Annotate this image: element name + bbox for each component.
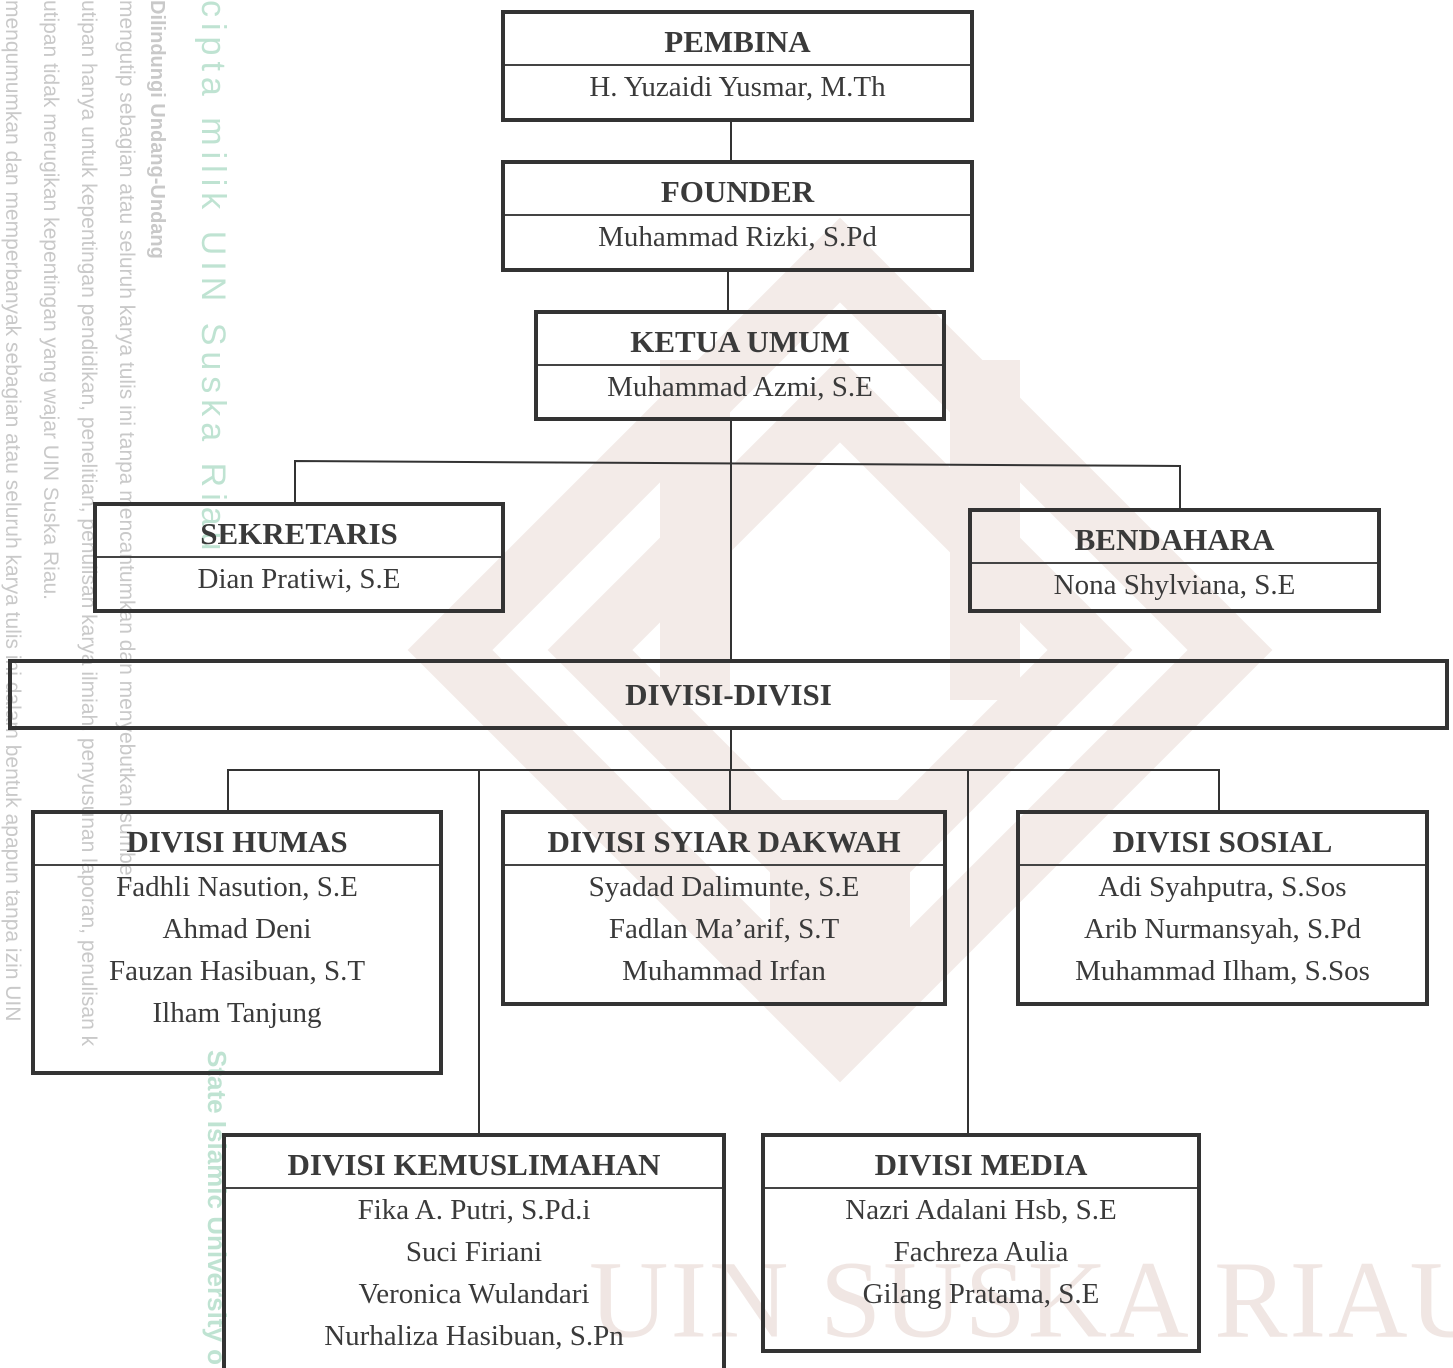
member-name: Fadlan Ma’arif, S.T xyxy=(608,913,840,945)
divisi-media-title: DIVISI MEDIA xyxy=(765,1137,1197,1189)
pembina-title: PEMBINA xyxy=(505,14,970,66)
bendahara-title: BENDAHARA xyxy=(972,512,1377,564)
member-name: Veronica Wulandari xyxy=(358,1278,590,1310)
member-name: Nazri Adalani Hsb, S.E xyxy=(845,1194,1117,1226)
sekretaris-title: SEKRETARIS xyxy=(97,506,501,558)
member-name: Fachreza Aulia xyxy=(893,1236,1069,1268)
member-name: Gilang Pratama, S.E xyxy=(862,1278,1100,1310)
founder-title: FOUNDER xyxy=(505,164,970,216)
member-name: Nona Shylviana, S.E xyxy=(1053,569,1296,601)
member-name: H. Yuzaidi Yusmar, M.Th xyxy=(589,71,886,103)
divisi-syiar-dakwah-box: DIVISI SYIAR DAKWAH Syadad Dalimunte, S.… xyxy=(501,810,947,1006)
member-name: Nurhaliza Hasibuan, S.Pn xyxy=(324,1320,624,1352)
member-name: Dian Pratiwi, S.E xyxy=(197,563,401,595)
member-name: Arib Nurmansyah, S.Pd xyxy=(1083,913,1362,945)
member-name: Muhammad Ilham, S.Sos xyxy=(1075,955,1370,987)
ketua-umum-box: KETUA UMUM Muhammad Azmi, S.E xyxy=(534,310,946,421)
divisi-media-box: DIVISI MEDIA Nazri Adalani Hsb, S.E Fach… xyxy=(761,1133,1201,1353)
member-name: Syadad Dalimunte, S.E xyxy=(588,871,860,903)
member-name: Fauzan Hasibuan, S.T xyxy=(108,955,366,987)
member-name: Muhammad Irfan xyxy=(622,955,826,987)
founder-box: FOUNDER Muhammad Rizki, S.Pd xyxy=(501,160,974,272)
member-name: Suci Firiani xyxy=(405,1236,543,1268)
divisi-kemuslimahan-box: DIVISI KEMUSLIMAHAN Fika A. Putri, S.Pd.… xyxy=(222,1133,726,1368)
member-name: Muhammad Azmi, S.E xyxy=(607,371,873,403)
member-name: Fadhli Nasution, S.E xyxy=(116,871,358,903)
ketua-umum-title: KETUA UMUM xyxy=(538,314,942,366)
divisi-sosial-box: DIVISI SOSIAL Adi Syahputra, S.Sos Arib … xyxy=(1016,810,1429,1006)
sekretaris-box: SEKRETARIS Dian Pratiwi, S.E xyxy=(93,502,505,613)
divisi-sosial-title: DIVISI SOSIAL xyxy=(1020,814,1425,866)
bendahara-box: BENDAHARA Nona Shylviana, S.E xyxy=(968,508,1381,613)
divisi-divisi-banner: DIVISI-DIVISI xyxy=(8,659,1449,730)
member-name: Ilham Tanjung xyxy=(152,997,322,1029)
divisi-kemuslimahan-title: DIVISI KEMUSLIMAHAN xyxy=(226,1137,722,1189)
pembina-box: PEMBINA H. Yuzaidi Yusmar, M.Th xyxy=(501,10,974,122)
member-name: Muhammad Rizki, S.Pd xyxy=(598,221,877,253)
member-name: Fika A. Putri, S.Pd.i xyxy=(357,1194,591,1226)
member-name: Adi Syahputra, S.Sos xyxy=(1098,871,1347,903)
member-name: Ahmad Deni xyxy=(162,913,312,945)
divisi-humas-box: DIVISI HUMAS Fadhli Nasution, S.E Ahmad … xyxy=(31,810,443,1075)
divisi-humas-title: DIVISI HUMAS xyxy=(35,814,439,866)
divisi-syiar-dakwah-title: DIVISI SYIAR DAKWAH xyxy=(505,814,943,866)
watermark-big-text: UIN SUSKA RIAU xyxy=(589,1238,1453,1361)
